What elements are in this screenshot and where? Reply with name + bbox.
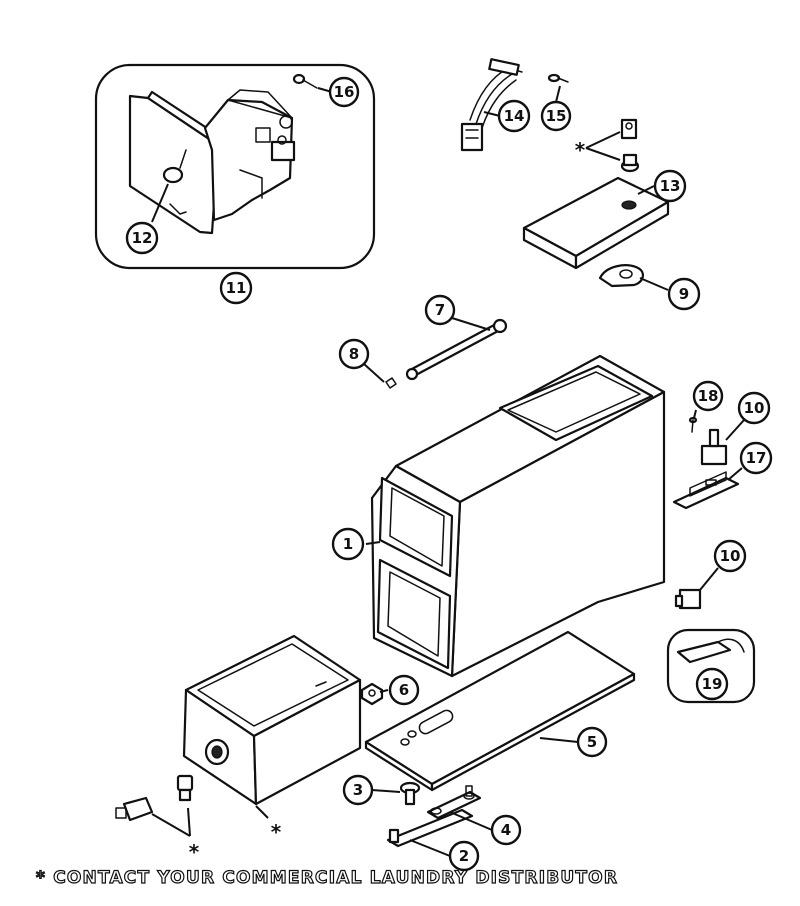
bracket-17	[672, 471, 740, 510]
callout-11: 11	[219, 271, 253, 305]
clip-8	[385, 377, 397, 389]
leader-lines	[151, 85, 745, 857]
callout-1: 1	[331, 527, 365, 561]
callout-17: 17	[739, 441, 773, 475]
bracket-2	[386, 808, 474, 848]
callout-12: 12	[125, 221, 159, 255]
callout-10-lower: 10	[713, 539, 747, 573]
switch-10-upper	[700, 428, 728, 466]
screw-3	[399, 781, 421, 806]
screw-15	[547, 73, 569, 83]
svg-text:9: 9	[679, 285, 689, 303]
svg-text:1: 1	[343, 535, 353, 553]
svg-text:16: 16	[334, 83, 355, 101]
lock-parts-upper	[585, 118, 640, 173]
svg-text:8: 8	[349, 345, 359, 363]
svg-text:2: 2	[459, 847, 469, 865]
callout-13: 13	[653, 169, 687, 203]
cabinet-body-1	[370, 354, 666, 678]
callout-14: 14	[497, 99, 531, 133]
svg-text:15: 15	[546, 107, 567, 125]
hinge-rod-7	[405, 318, 508, 381]
callout-16: 16	[328, 76, 360, 108]
svg-text:7: 7	[435, 301, 445, 319]
asterisk-lower: *	[189, 840, 200, 864]
lock-parts-lower	[115, 774, 194, 837]
coin-box-drawer	[182, 634, 362, 806]
callout-6: 6	[388, 674, 420, 706]
callout-18: 18	[692, 380, 724, 412]
bracket-4	[426, 785, 482, 820]
svg-text:10: 10	[744, 399, 765, 417]
svg-text:4: 4	[501, 821, 511, 839]
svg-text:17: 17	[746, 449, 767, 467]
coin-box-lid-13	[522, 176, 670, 270]
callout-3: 3	[342, 774, 374, 806]
svg-text:13: 13	[660, 177, 681, 195]
svg-text:11: 11	[226, 279, 247, 297]
svg-text:6: 6	[399, 681, 409, 699]
base-plate-5	[364, 630, 636, 792]
svg-text:14: 14	[504, 107, 525, 125]
callout-19: 19	[695, 667, 729, 701]
callout-2: 2	[448, 840, 480, 872]
svg-text:18: 18	[698, 387, 719, 405]
callout-10-upper: 10	[737, 391, 771, 425]
screw-16	[292, 73, 318, 89]
switch-10-lower	[674, 588, 702, 610]
coin-mechanism-inset	[94, 63, 376, 270]
svg-text:12: 12	[132, 229, 153, 247]
nut-6	[360, 682, 384, 706]
screw-18	[688, 416, 698, 433]
svg-text:3: 3	[353, 781, 363, 799]
callout-7: 7	[424, 294, 456, 326]
lock-cam-9	[598, 264, 644, 288]
callout-8: 8	[338, 338, 370, 370]
svg-text:10: 10	[720, 547, 741, 565]
wire-inset-19	[666, 628, 756, 704]
footnote: * CONTACT YOUR COMMERCIAL LAUNDRY DISTRI…	[35, 867, 619, 888]
svg-text:19: 19	[702, 675, 723, 693]
wire-harness-14	[460, 58, 523, 152]
callout-9: 9	[667, 277, 701, 311]
callout-15: 15	[540, 100, 572, 132]
asterisk-drawer: *	[271, 820, 282, 844]
callout-4: 4	[490, 814, 522, 846]
asterisk-upper: *	[575, 138, 586, 162]
svg-text:5: 5	[587, 733, 597, 751]
callout-5: 5	[576, 726, 608, 758]
